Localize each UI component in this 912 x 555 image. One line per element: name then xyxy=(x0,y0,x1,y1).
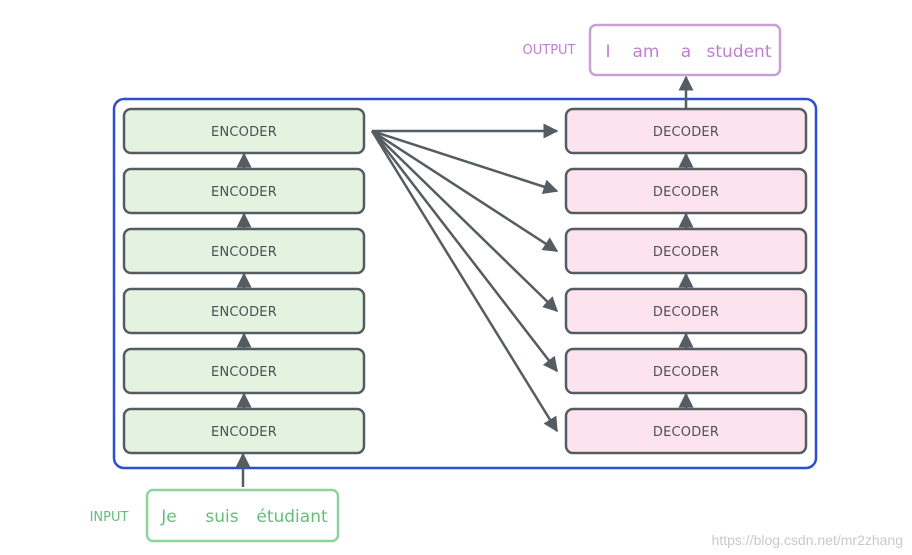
decoder-label: DECODER xyxy=(653,365,719,380)
encoder-box: ENCODER xyxy=(122,227,366,275)
output-word: a xyxy=(681,42,691,62)
output-word: I xyxy=(605,42,610,62)
decoder-box: DECODER xyxy=(564,407,808,455)
watermark: https://blog.csdn.net/mr2zhang xyxy=(712,532,903,548)
encoder-to-decoder-arrow xyxy=(371,129,559,194)
encoder-label: ENCODER xyxy=(211,125,277,140)
encoder-to-decoder-arrow xyxy=(370,130,559,433)
decoder-box: DECODER xyxy=(564,227,808,275)
output-word: student xyxy=(707,42,772,62)
decoder-box: DECODER xyxy=(564,107,808,155)
stack-container xyxy=(112,97,818,470)
encoder-box: ENCODER xyxy=(122,407,366,455)
decoder-box: DECODER xyxy=(564,287,808,335)
encoder-to-decoder-arrow xyxy=(371,129,559,253)
output-label: OUTPUT xyxy=(523,43,576,58)
input-word: étudiant xyxy=(256,507,328,527)
output-box xyxy=(588,23,782,77)
decoder-box: DECODER xyxy=(564,347,808,395)
decoder-label: DECODER xyxy=(653,185,719,200)
encoder-label: ENCODER xyxy=(211,185,277,200)
encoder-box: ENCODER xyxy=(122,167,366,215)
encoder-label: ENCODER xyxy=(211,305,277,320)
decoder-stack: DECODER DECODER DECODER DECODER DECODER DECOD… xyxy=(564,107,808,455)
decoder-label: DECODER xyxy=(653,125,719,140)
input-label: INPUT xyxy=(90,510,129,525)
input-word: Je xyxy=(160,507,176,527)
encoder-label: ENCODER xyxy=(211,365,277,380)
input-word: suis xyxy=(205,507,238,527)
decoder-label: DECODER xyxy=(653,245,719,260)
output-word: am xyxy=(633,42,660,62)
encoder-label: ENCODER xyxy=(211,425,277,440)
connection-arrows xyxy=(235,75,694,487)
decoder-box: DECODER xyxy=(564,167,808,215)
encoder-box: ENCODER xyxy=(122,287,366,335)
input-box xyxy=(145,488,340,543)
decoder-label: DECODER xyxy=(653,305,719,320)
encoder-label: ENCODER xyxy=(211,245,277,260)
encoder-box: ENCODER xyxy=(122,347,366,395)
encoder-box: ENCODER xyxy=(122,107,366,155)
decoder-label: DECODER xyxy=(653,425,719,440)
encoder-to-decoder-arrow xyxy=(371,130,558,373)
encoder-to-decoder-arrow xyxy=(371,130,559,313)
